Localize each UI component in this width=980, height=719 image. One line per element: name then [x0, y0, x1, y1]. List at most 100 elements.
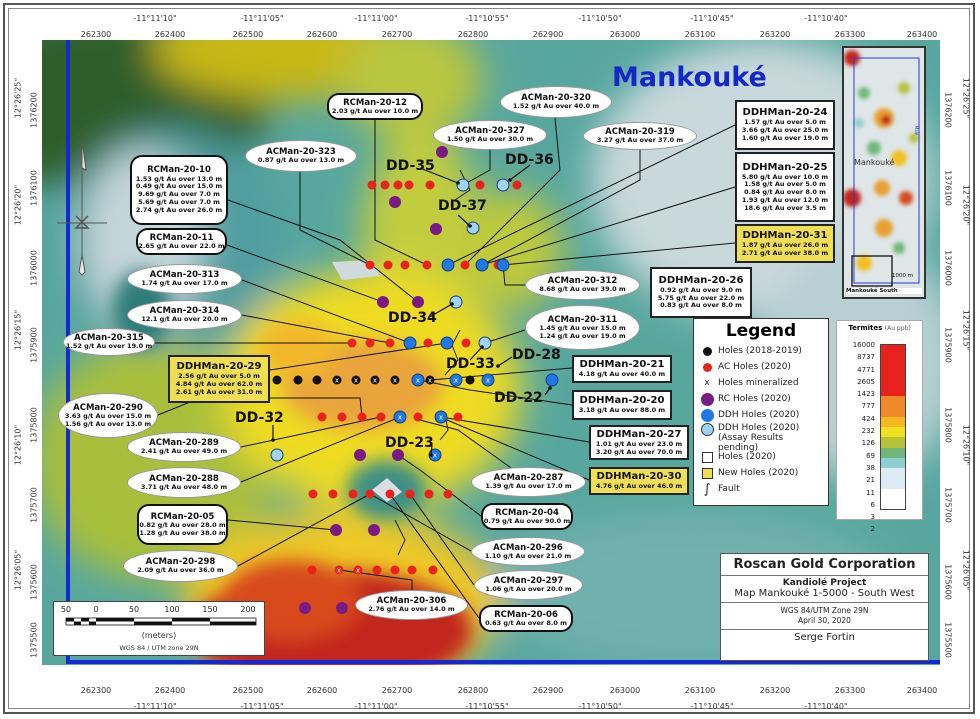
- purple-drill-hole: [377, 296, 389, 308]
- purple-drill-hole: [336, 602, 348, 614]
- color-scale-band: [881, 365, 905, 376]
- black-drill-hole: [332, 375, 342, 385]
- assay-result: 1.58 g/t Au over 5.0 m: [744, 180, 826, 189]
- leader-line: [502, 242, 736, 266]
- leader-line: [481, 150, 641, 266]
- location-inset-map[interactable]: Mankouké 1000 m Mankouké South Malé: [842, 46, 926, 299]
- hole-id: ACMan-20-287: [493, 473, 564, 483]
- color-scale-tick: 2605: [857, 377, 875, 386]
- hole-id: DDHMan-20-31: [742, 229, 828, 241]
- legend-sublabel: (Assay Results pending): [718, 433, 784, 453]
- fault-line-icon: ∫: [703, 481, 711, 497]
- lightblue-drill-hole: [270, 448, 284, 462]
- purple-drill-hole: [436, 146, 448, 158]
- leader-line: [484, 329, 526, 344]
- axis-label-longitude: -11°10'45": [690, 702, 734, 711]
- red-drill-hole: [372, 565, 382, 575]
- legend-item: ∫Fault: [700, 481, 822, 497]
- leader-line: [227, 199, 419, 303]
- red-drill-hole: [328, 489, 338, 499]
- lightblue-drill-hole: [456, 178, 470, 192]
- hole-id: ACMan-20-312: [547, 276, 618, 286]
- mineralized-x-icon: x: [393, 377, 397, 385]
- hole-id: DDHMan-20-21: [579, 359, 665, 371]
- color-scale-band: [881, 355, 905, 366]
- scale-tick-label: 100: [164, 605, 180, 614]
- mineralized-x-icon: x: [335, 377, 339, 385]
- scale-bar-graphic: [65, 617, 257, 626]
- purple-drill-hole: [354, 449, 366, 461]
- red-drill-hole: [380, 180, 390, 190]
- color-scale-band: [881, 386, 905, 397]
- inset-scale: 1000 m: [892, 273, 914, 279]
- hole-id: ACMan-20-319: [605, 127, 675, 137]
- legend-label-text: Holes (2018-2019): [718, 346, 802, 356]
- leader-line: [157, 397, 363, 418]
- hole-id: ACMan-20-296: [493, 542, 563, 553]
- legend-label-text: AC Holes (2020): [718, 362, 791, 372]
- assay-result: 0.63 g/t Au over 8.0 m: [485, 618, 567, 627]
- mineralized-x-icon: x: [337, 567, 341, 575]
- hole-id: ACMan-20-327: [455, 126, 525, 136]
- legend-item: Holes (2018-2019): [700, 343, 822, 359]
- assay-result: 1.28 g/t Au over 38.0 m: [139, 528, 226, 537]
- axis-label-longitude: -11°11'05": [240, 14, 284, 23]
- project-name: Kandiolé Project: [782, 578, 867, 588]
- drill-target-label: DD-37: [438, 198, 487, 214]
- axis-label-longitude: -11°10'40": [804, 14, 848, 23]
- map-title: Mankouké: [612, 62, 767, 93]
- mineralized-x-icon: x: [486, 377, 490, 385]
- black-drill-hole: [351, 375, 361, 385]
- assay-result: 4.18 g/t Au over 40.0 m: [578, 370, 666, 379]
- red-drill-hole: [390, 565, 400, 575]
- scale-unit: (meters): [141, 631, 177, 640]
- legend-item: DDH Holes (2020): [700, 407, 822, 423]
- leader-line: [389, 493, 480, 619]
- assay-result: 8.68 g/t Au over 39.0 m: [539, 285, 626, 294]
- north-arrow-icon: [57, 139, 107, 276]
- axis-label-easting: 263000: [609, 686, 641, 695]
- assay-result: 0.84 g/t Au over 8.0 m: [744, 188, 826, 197]
- axis-label-longitude: -11°11'10": [133, 14, 177, 23]
- color-scale-band: [881, 488, 905, 499]
- purple-drill-hole: [412, 296, 424, 308]
- axis-label-easting: 263300: [834, 30, 866, 39]
- blue-drill-hole: [428, 448, 442, 462]
- lightblue-drill-hole: [449, 295, 463, 309]
- assay-result: 1.74 g/t Au over 17.0 m: [141, 279, 228, 288]
